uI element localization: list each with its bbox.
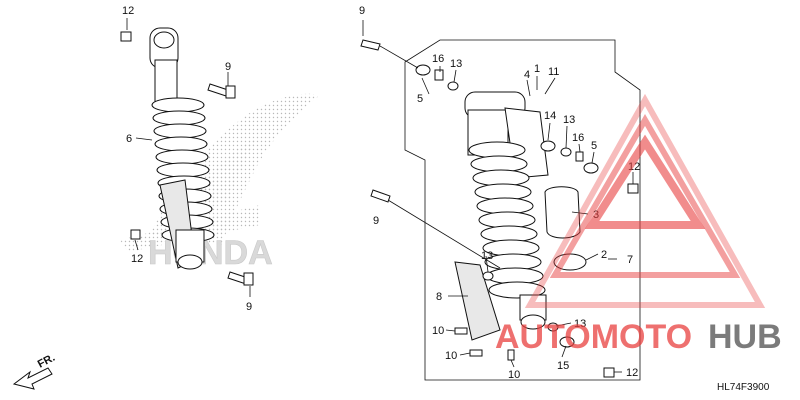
callout-9: 9: [359, 5, 365, 17]
callout-9: 9: [246, 301, 252, 313]
callout-13: 13: [563, 114, 575, 126]
callout-7: 7: [627, 254, 633, 266]
nut-12-bottom: [603, 367, 615, 378]
nut-12-top: [120, 31, 132, 42]
front-direction-arrow: FR.: [12, 352, 57, 390]
callout-9: 9: [373, 215, 379, 227]
screw-10-b: [469, 349, 483, 357]
watermark-grey-word: HUB: [708, 318, 782, 356]
detail-boundary: [404, 39, 641, 381]
left-shock-absorber: [149, 27, 215, 270]
callout-12: 12: [131, 253, 143, 265]
right-guard-plate: [454, 261, 501, 341]
callout-11: 11: [548, 66, 559, 78]
right-leaders: [362, 20, 634, 373]
callout-10: 10: [508, 369, 520, 381]
front-label: FR.: [36, 352, 57, 371]
callout-14: 14: [544, 110, 556, 122]
callout-13: 13: [450, 58, 462, 70]
callout-4: 4: [524, 69, 530, 81]
automotohub-watermark: AUTOMOTO HUB: [495, 93, 782, 356]
watermark-red-word: AUTOMOTO: [495, 318, 692, 356]
nut-12-lower: [130, 229, 141, 240]
callout-13: 13: [481, 250, 493, 262]
callout-9: 9: [225, 61, 231, 73]
left-leaders: [126, 18, 251, 297]
callout-labels: 12 9 6 12 9 9 16 13 5 4 1 11 14 13 16 5 …: [122, 5, 640, 381]
callout-8: 8: [436, 291, 442, 303]
callout-12: 12: [122, 5, 134, 17]
left-hardware: [120, 31, 254, 286]
bolt-9-upper: [207, 83, 229, 97]
triangle-large: [524, 93, 766, 308]
callout-6: 6: [126, 133, 132, 145]
callout-15: 15: [557, 360, 569, 372]
right-shock-absorber: [454, 91, 587, 341]
washer-5-top: [415, 64, 431, 76]
callout-16: 16: [572, 132, 584, 144]
triangle-outer: [549, 114, 741, 278]
honda-wing-watermark: HONDA: [120, 93, 320, 272]
callout-12: 12: [626, 367, 638, 379]
callout-2: 2: [601, 249, 607, 261]
callout-13: 13: [574, 318, 586, 330]
nut-12-right: [627, 183, 639, 194]
callout-5: 5: [591, 140, 597, 152]
bolt-9-top: [360, 39, 381, 51]
bolt-9-lower-right: [370, 189, 391, 203]
honda-wordmark: HONDA: [148, 234, 273, 272]
callout-16: 16: [432, 53, 444, 65]
triangle-inner: [584, 134, 706, 229]
callout-10: 10: [445, 350, 457, 362]
right-spring: [468, 141, 546, 299]
right-hardware: [360, 39, 639, 378]
drawing-code: HL74F3900: [717, 382, 770, 393]
callout-5: 5: [417, 93, 423, 105]
callout-10: 10: [432, 325, 444, 337]
screw-10-a: [454, 327, 468, 335]
callout-1: 1: [534, 63, 540, 75]
